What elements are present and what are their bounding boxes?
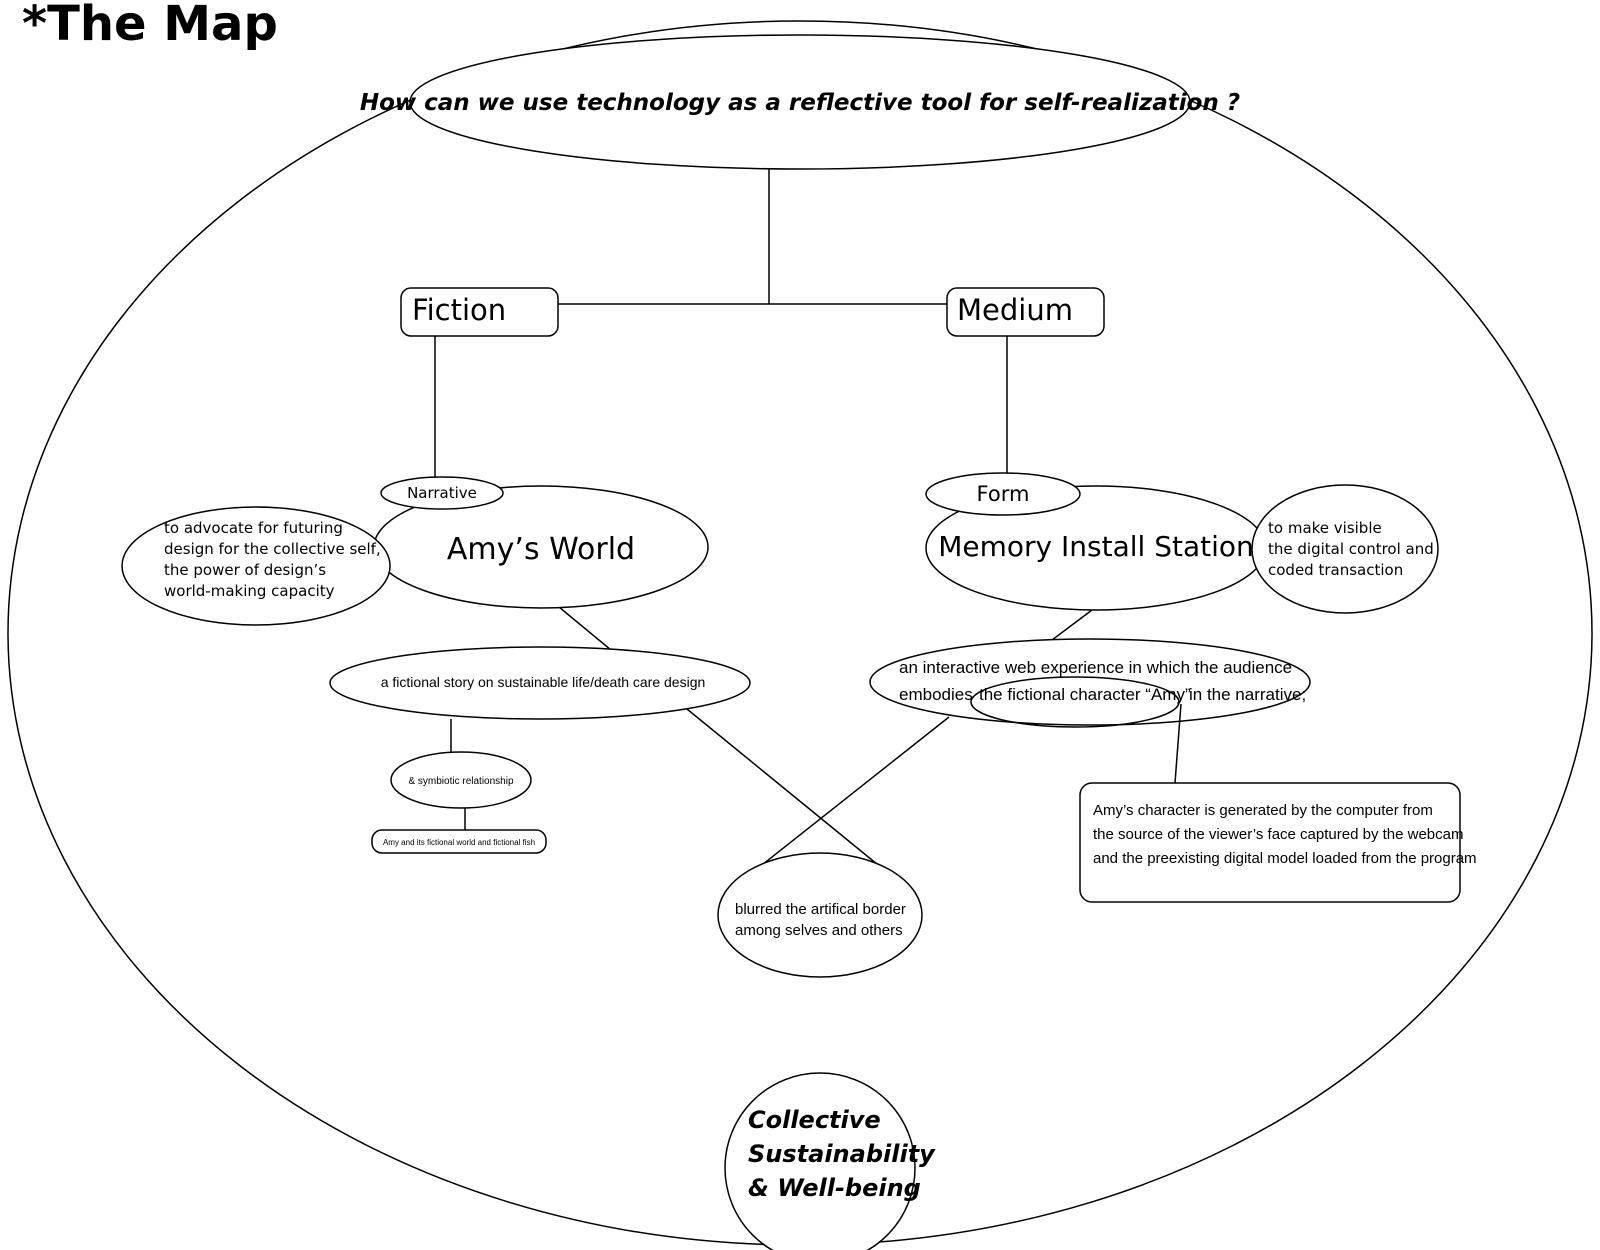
form-ellipse [925, 472, 1081, 516]
web-experience-ellipse [869, 638, 1311, 726]
memory-station-label: Memory Install Station [938, 530, 1254, 563]
amy-note-box [1079, 782, 1461, 903]
left-purpose-line: the power of design’s [164, 561, 326, 579]
narrative-label: Narrative [407, 484, 477, 502]
amy-note-text: Amy’s character is generated by the comp… [1093, 802, 1477, 867]
fish-box [371, 829, 547, 854]
right-purpose-ellipse [1251, 484, 1439, 614]
medium-box [946, 287, 1105, 337]
story-label: a fictional story on sustainable life/de… [381, 674, 706, 690]
connector-amy-story [558, 606, 612, 651]
fish-label: Amy and its fictional world and fictiona… [383, 838, 535, 847]
web-experience-amy: the fictional character “Amy” [979, 685, 1191, 704]
blurred-ellipse [717, 852, 923, 978]
narrative-ellipse [380, 476, 504, 510]
fiction-box [400, 287, 559, 337]
left-purpose-line: world-making capacity [164, 582, 335, 600]
collective-line: Sustainability [748, 1140, 936, 1168]
fiction-label: Fiction [412, 293, 506, 327]
connector-amy-note [1174, 703, 1182, 784]
story-ellipse [329, 646, 751, 720]
left-purpose-line: design for the collective self, [164, 540, 381, 558]
page-title: *The Map [22, 0, 278, 52]
collective-text: Collective Sustainability & Well-being [748, 1106, 943, 1202]
right-purpose-line: the digital control and [1268, 540, 1434, 558]
left-purpose-line: to advocate for futuring [164, 519, 343, 537]
form-label: Form [977, 482, 1030, 506]
connector-station-web [1051, 609, 1093, 641]
collective-line: & Well-being [748, 1174, 921, 1202]
research-question: How can we use technology as a reflectiv… [360, 90, 1240, 116]
right-purpose-line: coded transaction [1268, 561, 1403, 579]
blurred-text: blurred the artifical border among selve… [735, 901, 910, 939]
web-experience-embodies: embodies [899, 685, 973, 704]
web-experience-line-1: an interactive web experience in which t… [899, 658, 1292, 677]
amy-note-line: and the preexisting digital model loaded… [1093, 850, 1477, 867]
question-ellipse [409, 34, 1191, 170]
amys-world-label: Amy’s World [447, 532, 635, 567]
left-purpose-text: to advocate for futuring design for the … [164, 519, 386, 600]
outer-ellipse [7, 20, 1593, 1246]
symbiotic-ellipse [390, 751, 532, 809]
blurred-line: among selves and others [735, 922, 903, 939]
right-purpose-line: to make visible [1268, 519, 1382, 537]
amy-note-line: Amy’s character is generated by the comp… [1093, 802, 1433, 819]
amy-highlight-ellipse [970, 676, 1180, 728]
blurred-line: blurred the artifical border [735, 901, 906, 918]
amy-note-line: the source of the viewer’s face captured… [1093, 826, 1463, 843]
symbiotic-label: & symbiotic relationship [408, 776, 513, 787]
collective-line: Collective [748, 1106, 881, 1134]
collective-circle [724, 1072, 916, 1250]
left-purpose-ellipse [121, 506, 391, 626]
right-purpose-text: to make visible the digital control and … [1268, 519, 1439, 579]
web-experience-narrative: in the narrative; [1189, 685, 1306, 704]
medium-label: Medium [957, 293, 1073, 327]
connector-web-blurred [747, 716, 950, 877]
connector-story-blurred [686, 708, 884, 870]
